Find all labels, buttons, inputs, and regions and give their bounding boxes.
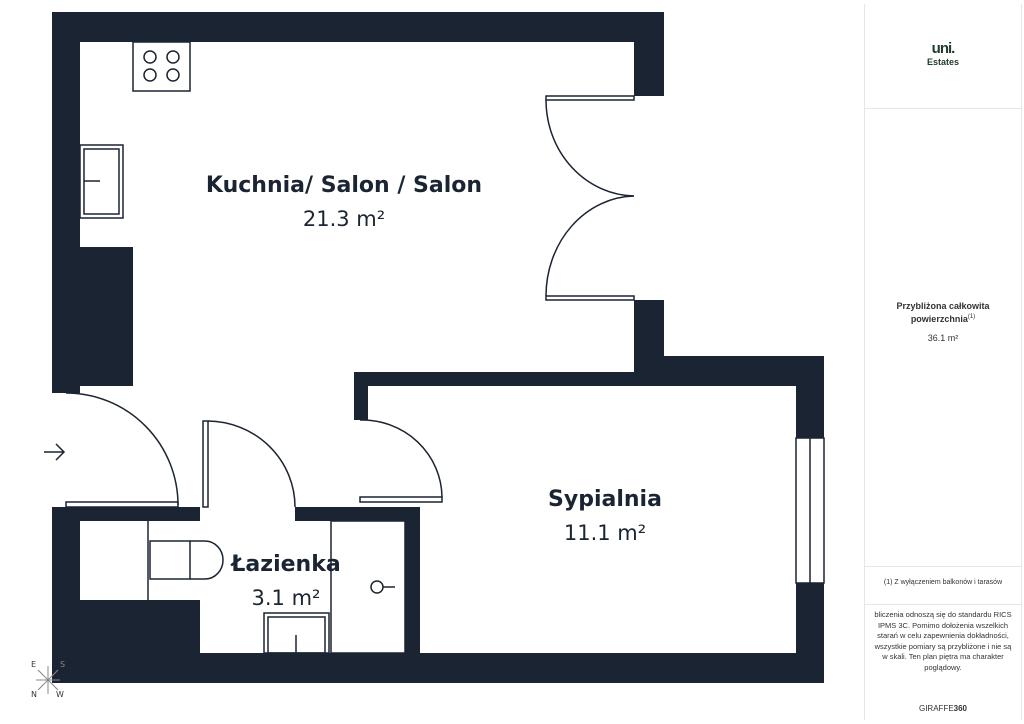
brand-logo: GIRAFFE360 xyxy=(918,704,968,713)
logo: uni. Estates xyxy=(865,40,1021,68)
room-area-living: 21.3 m² xyxy=(303,207,385,231)
stove-icon xyxy=(132,41,191,92)
room-name-bathroom: Łazienka xyxy=(230,552,340,577)
logo-sub: Estates xyxy=(926,57,960,67)
entrance-arrow-icon xyxy=(44,443,66,461)
floor-plan: Kuchnia/ Salon / Salon 21.3 m² Sypialnia… xyxy=(31,12,825,699)
fixtures xyxy=(44,41,825,654)
info-panel: uni. Estates Przybliżona całkowita powie… xyxy=(864,4,1022,720)
toilet-icon xyxy=(149,540,191,580)
room-area-bathroom: 3.1 m² xyxy=(252,586,321,610)
walls xyxy=(52,12,824,683)
disclaimer: bliczenia odnoszą się do standardu RICS … xyxy=(874,610,1012,672)
logo-main: uni. xyxy=(931,40,956,57)
room-name-living: Kuchnia/ Salon / Salon xyxy=(206,173,482,198)
compass-w: W xyxy=(56,690,64,699)
total-area: Przybliżona całkowita powierzchnia(1) 36… xyxy=(865,300,1021,344)
room-area-bedroom: 11.1 m² xyxy=(564,521,646,545)
compass-s: S xyxy=(60,660,65,669)
total-area-value: 36.1 m² xyxy=(927,333,959,343)
room-name-bedroom: Sypialnia xyxy=(548,487,662,512)
compass-icon: E N W S xyxy=(31,660,65,699)
footnote: (1) Z wyłączeniem balkonów i tarasów xyxy=(883,579,1003,586)
footnote-mark: (1) xyxy=(967,314,976,320)
compass-e: E xyxy=(31,660,36,669)
sink-icon xyxy=(79,144,124,219)
compass-n: N xyxy=(31,690,37,699)
disclaimer-section: bliczenia odnoszą się do standardu RICS … xyxy=(865,610,1021,714)
shower-icon xyxy=(330,520,406,654)
total-area-label: Przybliżona całkowita powierzchnia(1) xyxy=(896,301,990,324)
